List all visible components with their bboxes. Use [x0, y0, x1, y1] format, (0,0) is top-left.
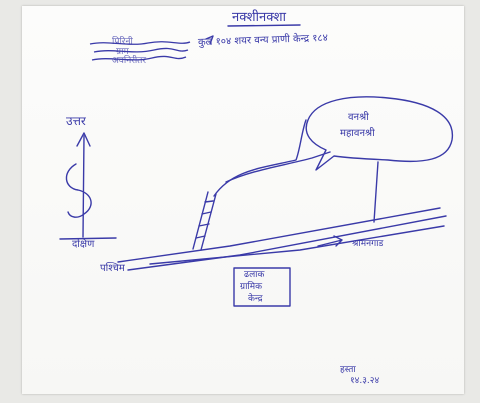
- south-label: दक्षिण: [72, 239, 95, 250]
- signature-date: १४.३.२४: [350, 376, 380, 386]
- mountain-ridge: [213, 119, 307, 197]
- callout-line-1: वनश्री: [348, 112, 369, 123]
- pillar-right: [200, 193, 217, 251]
- north-label: उत्तर: [66, 114, 86, 128]
- right-arrow-label: श्रामनगाड: [352, 239, 384, 249]
- smudged-note: [89, 41, 191, 61]
- box-line-3: केन्द्र: [248, 294, 263, 304]
- smudged-line-3: अवनिरीतर: [112, 56, 147, 66]
- road-arrow: [317, 235, 343, 247]
- right-drop-line: [373, 161, 379, 223]
- box-line-1: ढलाक: [244, 270, 265, 280]
- smudged-line-1: प्रिरिनी: [112, 37, 133, 47]
- mountain-ridge-top: [225, 151, 331, 183]
- center-box: [233, 267, 291, 307]
- paper-sheet: [22, 6, 464, 394]
- box-line-2: ग्रामिक: [240, 282, 263, 292]
- callout-bubble: [305, 96, 454, 171]
- smudged-line-2: ग्राम: [116, 47, 129, 57]
- title-text: नक्शीनक्शा: [232, 10, 287, 25]
- pillar-left: [192, 191, 209, 250]
- pillar-hatch: [195, 200, 214, 239]
- signature-name: हस्ता: [340, 365, 356, 375]
- s-curve-river: [65, 163, 92, 218]
- road-third: [149, 225, 445, 265]
- west-label: पश्चिम: [100, 263, 125, 274]
- title-underline: [227, 24, 301, 27]
- callout-line-2: महावनश्री: [340, 128, 375, 139]
- south-base-line: [59, 237, 117, 240]
- north-arrow-head: [76, 132, 91, 147]
- scribble-top: [205, 35, 214, 45]
- road-upper: [117, 207, 441, 263]
- north-arrow-shaft: [82, 135, 85, 238]
